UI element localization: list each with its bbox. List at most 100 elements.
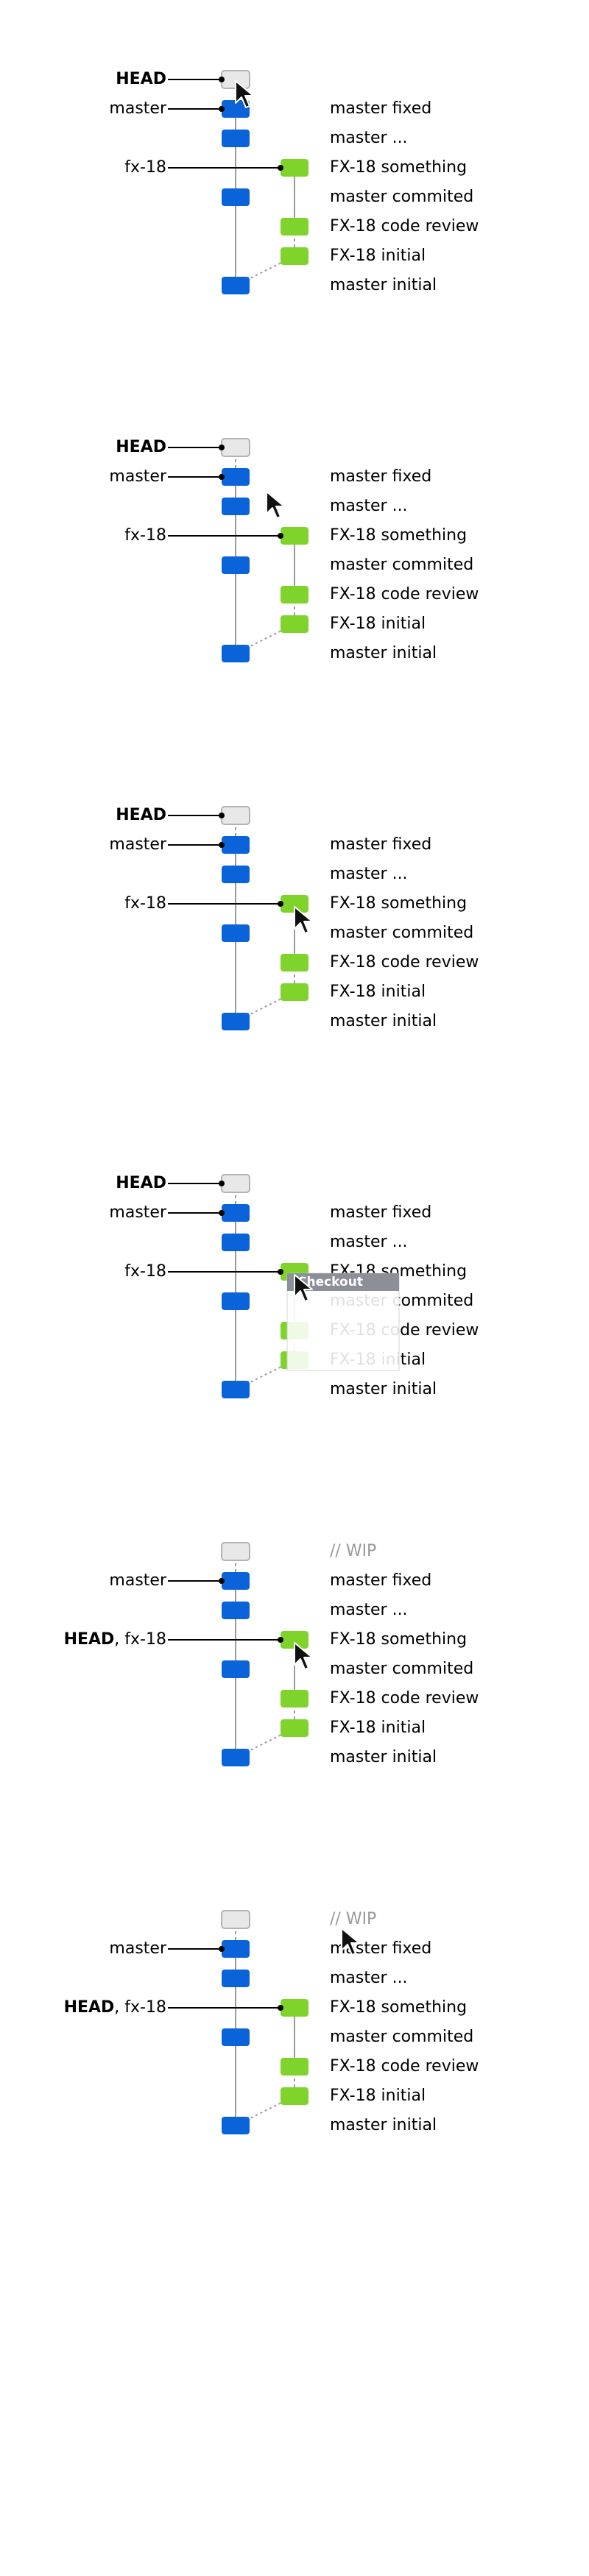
mouse-cursor-shape bbox=[266, 491, 285, 519]
ref-master-pointer-dot bbox=[219, 474, 225, 480]
commit-master-fixed[interactable] bbox=[222, 468, 250, 486]
message-master-fixed: master fixed bbox=[330, 1571, 431, 1590]
ref-head-pointer-dot bbox=[219, 77, 225, 82]
message-fx-initial: FX-18 initial bbox=[330, 983, 426, 1001]
message-master-initial: master initial bbox=[330, 644, 437, 662]
message-fx-initial: FX-18 initial bbox=[330, 2087, 426, 2105]
commit-master-fixed[interactable] bbox=[222, 100, 250, 118]
commit-fx-something[interactable] bbox=[281, 159, 308, 177]
commit-fx-code-review[interactable] bbox=[281, 218, 308, 236]
commit-master-initial[interactable] bbox=[222, 1381, 250, 1398]
commit-fx-something[interactable] bbox=[281, 1631, 308, 1649]
mouse-cursor-icon bbox=[294, 906, 313, 934]
message-master-initial: master initial bbox=[330, 2116, 437, 2134]
wip-commit[interactable] bbox=[221, 1910, 250, 1929]
ref-head-label: HEAD bbox=[116, 438, 166, 456]
commit-fx-initial[interactable] bbox=[281, 983, 308, 1001]
message-fx-code-review: FX-18 code review bbox=[330, 217, 479, 236]
ref-master-pointer-dot bbox=[219, 106, 225, 112]
mouse-cursor-shape bbox=[341, 1928, 360, 1956]
message-fx-initial: FX-18 initial bbox=[330, 247, 426, 265]
commit-master-initial[interactable] bbox=[222, 645, 250, 662]
commit-master-ellipsis[interactable] bbox=[222, 866, 250, 883]
ref-head-part: HEAD bbox=[64, 1998, 115, 2017]
commit-master-committed[interactable] bbox=[222, 1660, 250, 1678]
message-fx-initial: FX-18 initial bbox=[330, 1719, 426, 1737]
commit-fx-initial[interactable] bbox=[281, 247, 308, 265]
commit-master-initial[interactable] bbox=[222, 1013, 250, 1030]
message-master-ellipsis: master ... bbox=[330, 1969, 408, 1987]
wip-commit[interactable] bbox=[221, 1174, 250, 1193]
ref-head-fx-pointer-dot bbox=[278, 1637, 283, 1643]
commit-master-ellipsis[interactable] bbox=[222, 130, 250, 147]
ref-master-label: master bbox=[109, 467, 167, 486]
message-fx-something: FX-18 something bbox=[330, 894, 467, 913]
wip-commit[interactable] bbox=[221, 806, 250, 825]
commit-master-fixed[interactable] bbox=[222, 1204, 250, 1222]
commit-fx-initial[interactable] bbox=[281, 2087, 308, 2105]
commit-master-ellipsis[interactable] bbox=[222, 498, 250, 515]
message-master-initial: master initial bbox=[330, 1012, 437, 1030]
message-master-committed: master commited bbox=[330, 924, 473, 942]
message-fx-code-review: FX-18 code review bbox=[330, 2057, 479, 2076]
message-master-committed: master commited bbox=[330, 188, 473, 206]
mouse-cursor-icon bbox=[235, 80, 254, 108]
commit-fx-code-review[interactable] bbox=[281, 2058, 308, 2076]
ref-head-part: HEAD bbox=[64, 1630, 115, 1649]
commit-master-initial[interactable] bbox=[222, 2117, 250, 2134]
commit-master-ellipsis[interactable] bbox=[222, 1602, 250, 1619]
commit-master-initial[interactable] bbox=[222, 277, 250, 294]
message-fx-code-review: FX-18 code review bbox=[330, 585, 479, 604]
commit-fx-code-review[interactable] bbox=[281, 954, 308, 972]
commit-master-ellipsis[interactable] bbox=[222, 1234, 250, 1251]
mouse-cursor-shape bbox=[294, 1642, 313, 1670]
commit-fx-initial[interactable] bbox=[281, 1719, 308, 1737]
commit-master-committed[interactable] bbox=[222, 188, 250, 206]
ref-master-label: master bbox=[109, 1203, 167, 1222]
wip-commit[interactable] bbox=[221, 438, 250, 457]
ref-fx-pointer-dot bbox=[278, 1269, 283, 1275]
wip-commit[interactable] bbox=[221, 1542, 250, 1561]
commit-fx-something[interactable] bbox=[281, 527, 308, 545]
commit-fx-code-review[interactable] bbox=[281, 1690, 308, 1708]
ref-master-pointer-dot bbox=[219, 842, 225, 848]
commit-master-committed[interactable] bbox=[222, 2028, 250, 2046]
ref-master-label: master bbox=[109, 99, 167, 118]
mouse-cursor-icon bbox=[294, 1274, 313, 1302]
ref-head-pointer-dot bbox=[219, 813, 225, 818]
ref-fx-label: fx-18 bbox=[124, 1262, 166, 1281]
commit-fx-something[interactable] bbox=[281, 895, 308, 913]
wip-label: // WIP bbox=[330, 1910, 376, 1928]
mouse-cursor-icon bbox=[294, 1642, 313, 1670]
ref-separator: , bbox=[114, 1998, 124, 2017]
ref-master-pointer-dot bbox=[219, 1210, 225, 1216]
ref-fx-part: fx-18 bbox=[124, 1630, 166, 1649]
commit-fx-initial[interactable] bbox=[281, 615, 308, 633]
mouse-cursor-icon bbox=[266, 491, 285, 519]
ref-head-fx-label: HEAD, fx-18 bbox=[64, 1998, 166, 2017]
commit-master-committed[interactable] bbox=[222, 556, 250, 574]
commit-master-fixed[interactable] bbox=[222, 1940, 250, 1958]
message-master-committed: master commited bbox=[330, 2028, 473, 2046]
commit-fx-something[interactable] bbox=[281, 1999, 308, 2017]
commit-master-committed[interactable] bbox=[222, 924, 250, 942]
ref-master-pointer-dot bbox=[219, 1578, 225, 1584]
commit-fx-code-review[interactable] bbox=[281, 586, 308, 604]
commit-master-fixed[interactable] bbox=[222, 836, 250, 854]
message-master-fixed: master fixed bbox=[330, 835, 431, 854]
commit-master-ellipsis[interactable] bbox=[222, 1970, 250, 1987]
commit-master-committed[interactable] bbox=[222, 1292, 250, 1310]
ref-fx-pointer-dot bbox=[278, 165, 283, 171]
ref-master-pointer-dot bbox=[219, 1946, 225, 1952]
message-master-fixed: master fixed bbox=[330, 467, 431, 486]
ref-head-fx-label: HEAD, fx-18 bbox=[64, 1630, 166, 1649]
message-fx-something: FX-18 something bbox=[330, 158, 467, 177]
commit-master-initial[interactable] bbox=[222, 1749, 250, 1766]
message-fx-code-review: FX-18 code review bbox=[330, 1689, 479, 1708]
commit-master-fixed[interactable] bbox=[222, 1572, 250, 1590]
ref-fx-label: fx-18 bbox=[124, 894, 166, 913]
